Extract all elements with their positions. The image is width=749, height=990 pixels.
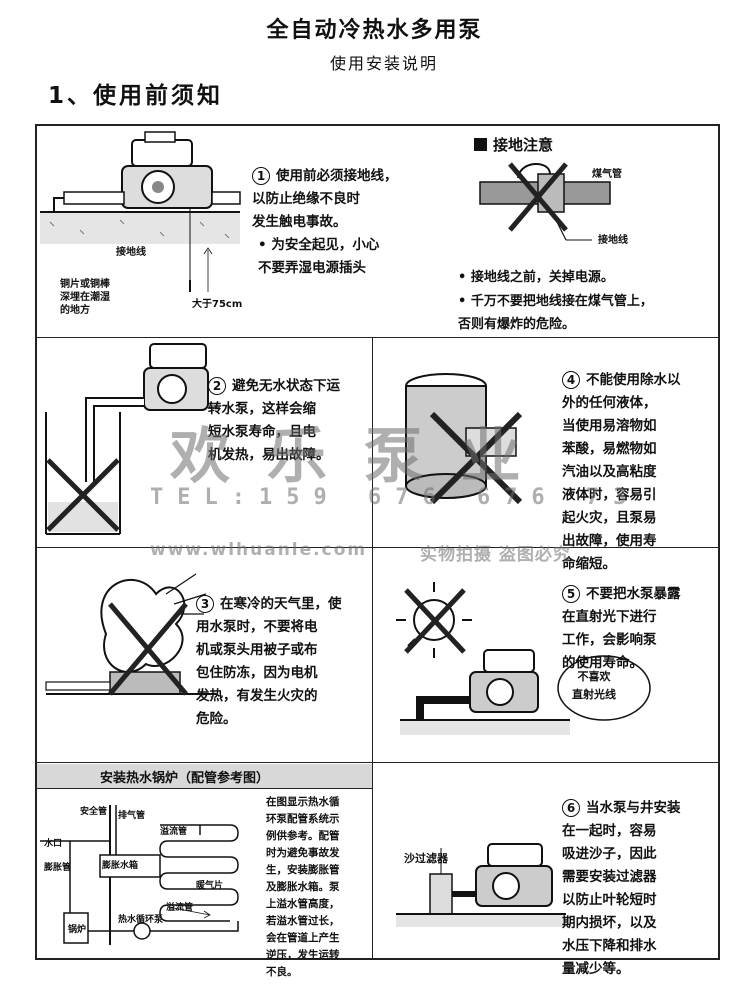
boiler-piping-diagram bbox=[40, 805, 239, 945]
step-number: 4 bbox=[562, 371, 580, 389]
speech-bubble-shape bbox=[557, 655, 651, 721]
label-expansion-tank: 膨胀水箱 bbox=[102, 861, 139, 871]
label-overflow-pipe: 溢流管 bbox=[160, 827, 188, 837]
label-inlet: 水口 bbox=[44, 839, 63, 849]
label-depth: 大于75cm bbox=[192, 299, 243, 310]
panel1-bullet: • 为安全起见，小心 不要弄湿电源插头 bbox=[258, 237, 380, 276]
ground-note-heading: 接地注意 bbox=[474, 134, 553, 155]
watermark-note: 实物拍摄 盗图必究 bbox=[420, 545, 571, 565]
well-filter-illustration bbox=[396, 843, 566, 927]
boiler-text: 在图显示热水循 环泵配管系统示 例供参考。配管 时为避免事故发 生，安装膨胀管 … bbox=[266, 796, 340, 978]
boiler-header: 安装热水锅炉（配管参考图） bbox=[100, 771, 270, 786]
ground-note-item2: • 千万不要把地线接在煤气管上， 否则有爆炸的危险。 bbox=[458, 294, 653, 332]
chemical-drum-illustration bbox=[405, 373, 523, 505]
speech-bubble-text: 不喜欢 直射光线 bbox=[572, 670, 616, 701]
label-bypass-pipe: 溢流管 bbox=[166, 903, 194, 913]
label-ground-wire-2: 接地线 bbox=[598, 235, 628, 246]
section-heading: 1、使用前须知 bbox=[48, 83, 224, 109]
step-number: 5 bbox=[562, 585, 580, 603]
ground-note-item1: • 接地线之前，关掉电源。 bbox=[458, 270, 614, 285]
pump-grounding-illustration bbox=[40, 131, 241, 292]
label-exhaust-pipe: 排气管 bbox=[118, 811, 146, 821]
square-icon bbox=[474, 138, 487, 151]
label-boiler: 锅炉 bbox=[68, 925, 87, 935]
label-gas-pipe: 煤气管 bbox=[592, 169, 622, 180]
label-radiator: 暖气片 bbox=[196, 881, 224, 891]
dry-running-illustration bbox=[45, 343, 220, 535]
step-number: 3 bbox=[196, 595, 214, 613]
covered-pump-illustration bbox=[45, 573, 216, 696]
watermark-tel: TEL:159 676 676 73 bbox=[150, 485, 641, 510]
step-number: 1 bbox=[252, 167, 270, 185]
step-number: 6 bbox=[562, 799, 580, 817]
boiler-header-bar bbox=[37, 764, 372, 789]
label-safety-pipe: 安全管 bbox=[80, 807, 108, 817]
step-number: 2 bbox=[208, 377, 226, 395]
watermark-brand: 欢 乐 泵 业 bbox=[170, 422, 529, 492]
watermark-url: www.wlhuanle.com bbox=[150, 540, 368, 560]
gas-pipe-illustration bbox=[479, 162, 611, 241]
sunlight-pump-illustration bbox=[396, 582, 570, 735]
page-subtitle: 使用安装说明 bbox=[330, 54, 439, 73]
label-expansion-pipe: 膨胀管 bbox=[44, 863, 72, 873]
label-rod: 铜片或铜棒 深埋在潮湿 的地方 bbox=[60, 279, 110, 316]
page-title: 全自动冷热水多用泵 bbox=[266, 18, 483, 43]
label-sand-filter: 沙过滤器 bbox=[404, 852, 448, 865]
label-ground-wire: 接地线 bbox=[116, 247, 146, 258]
label-circulation-pump: 热水循环泵 bbox=[118, 915, 164, 925]
